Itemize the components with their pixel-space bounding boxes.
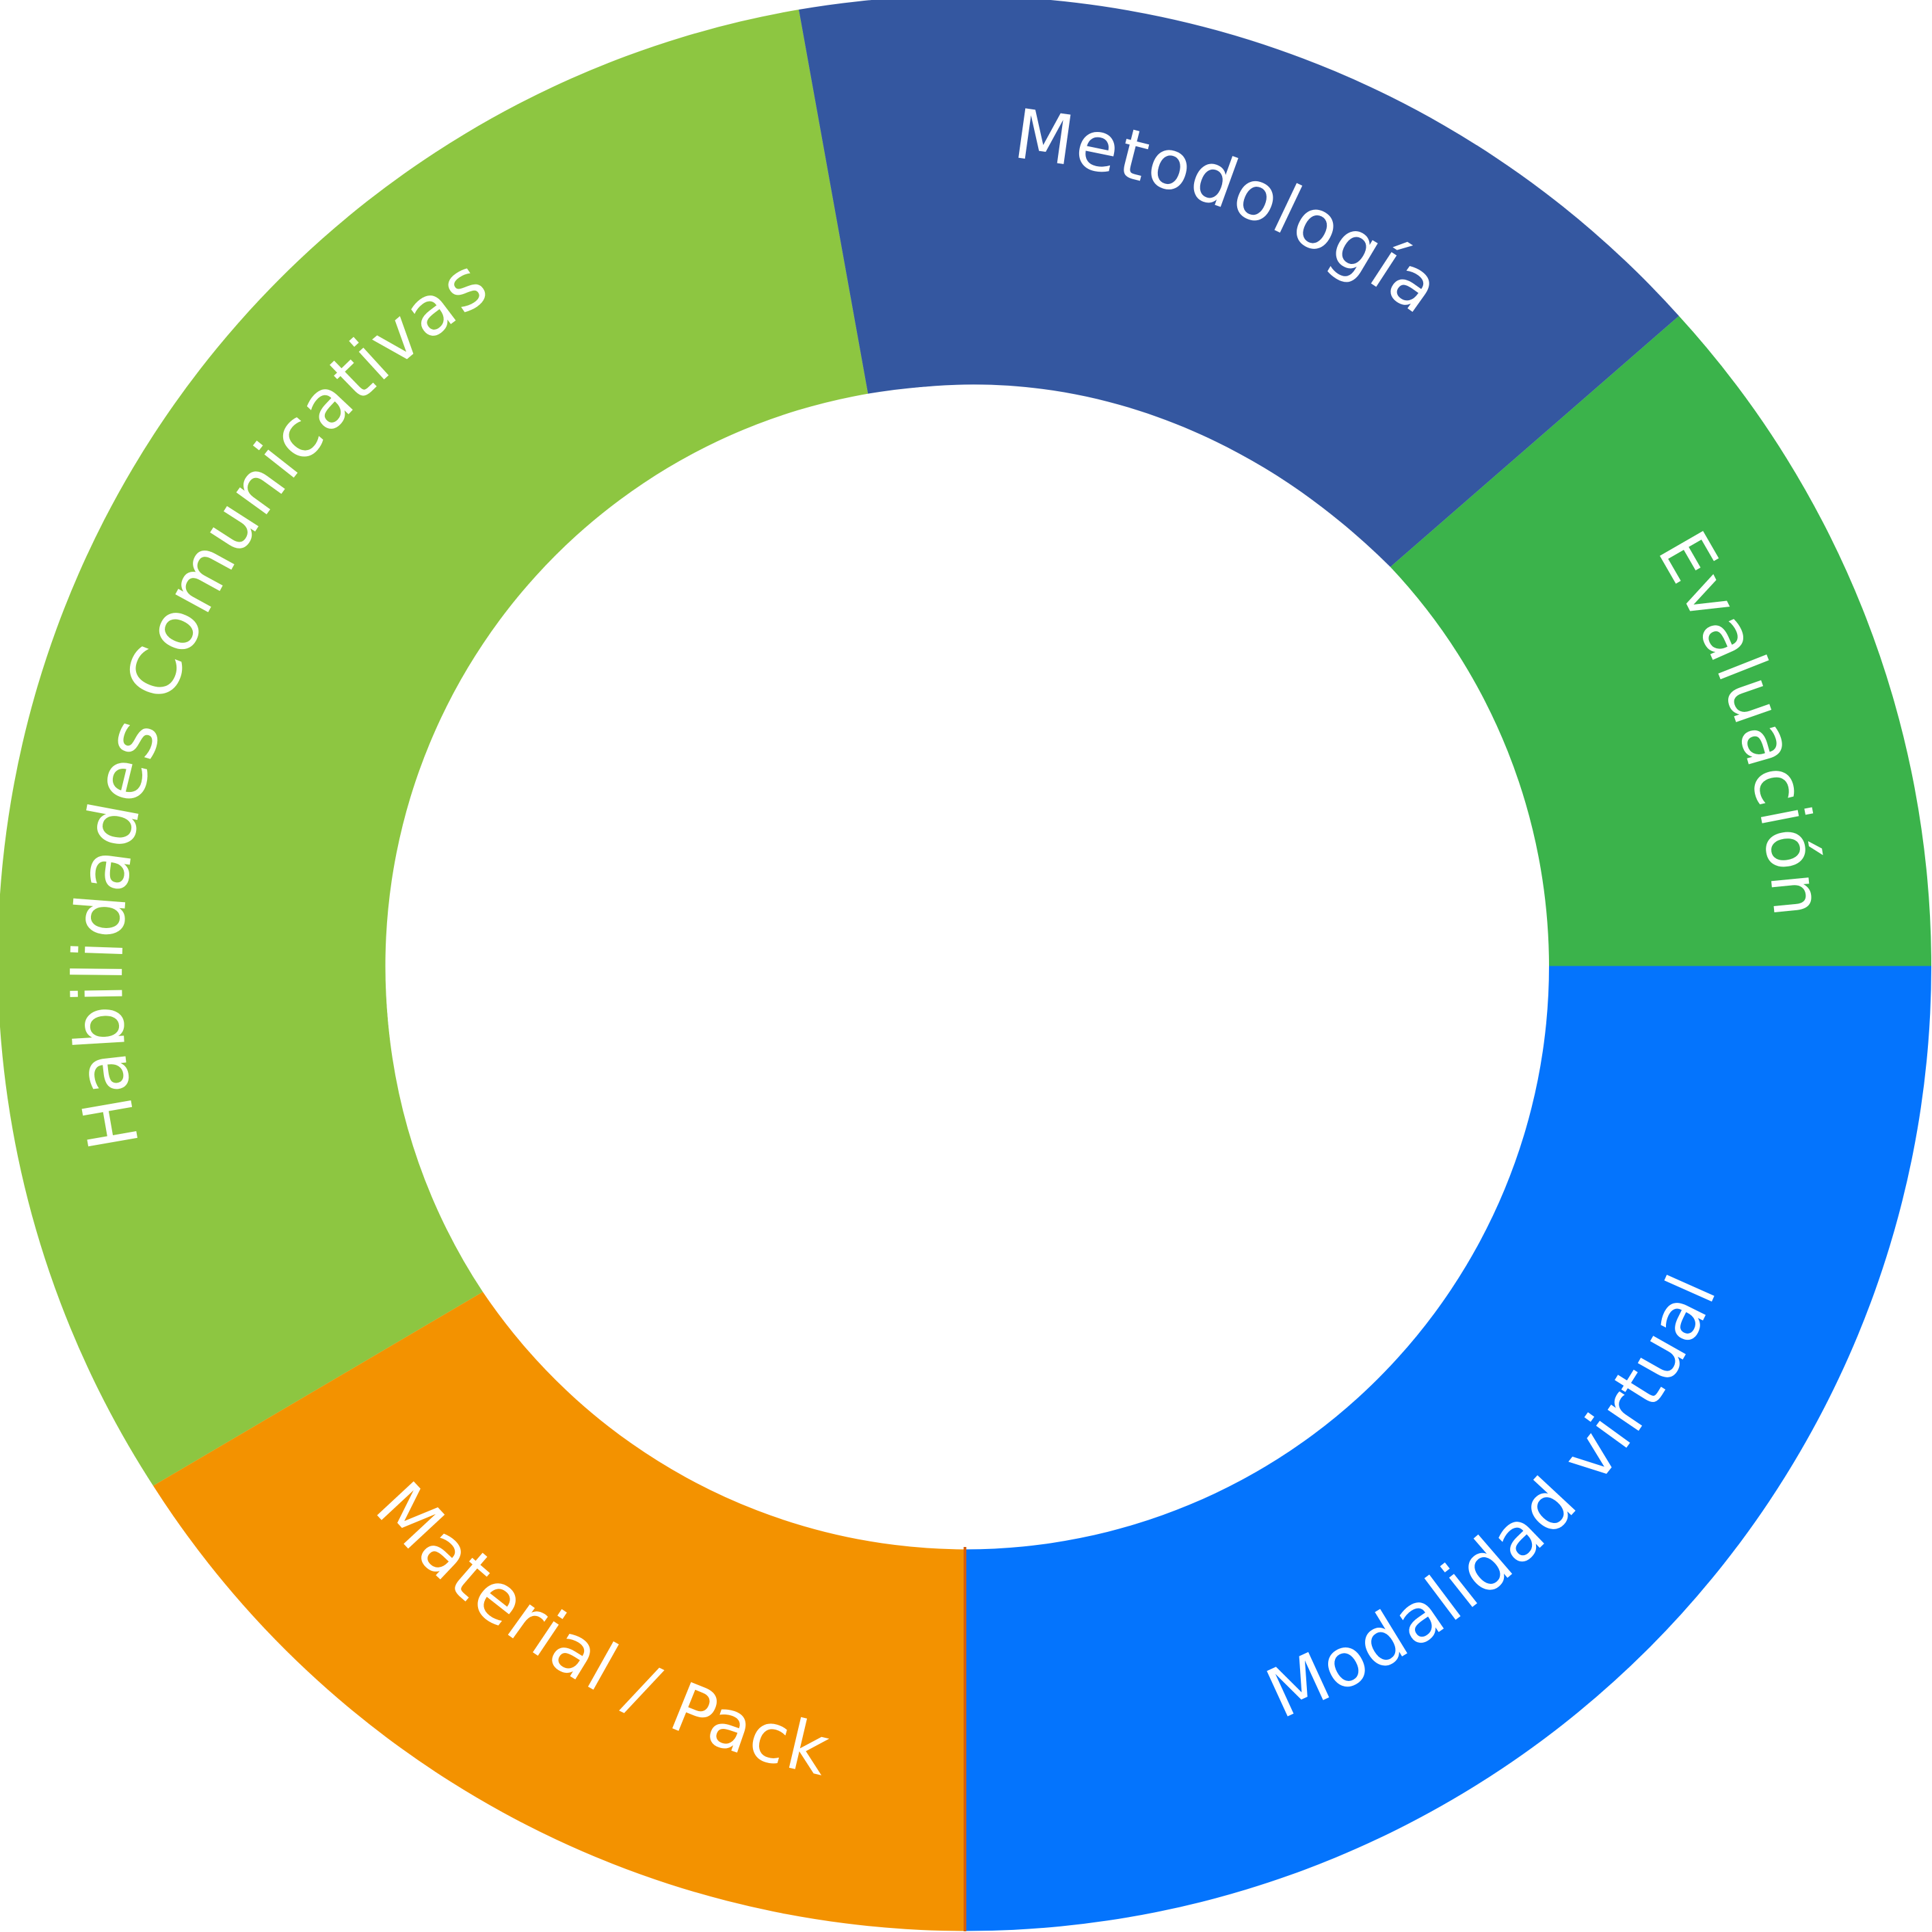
segment-modalidad — [966, 966, 1931, 1931]
segment-habilidades — [0, 10, 869, 1486]
segment-material — [153, 1292, 966, 1931]
segment-metodologia — [799, 0, 1679, 567]
segment-evaluacion — [1390, 316, 1931, 966]
center-hole — [385, 385, 1547, 1547]
